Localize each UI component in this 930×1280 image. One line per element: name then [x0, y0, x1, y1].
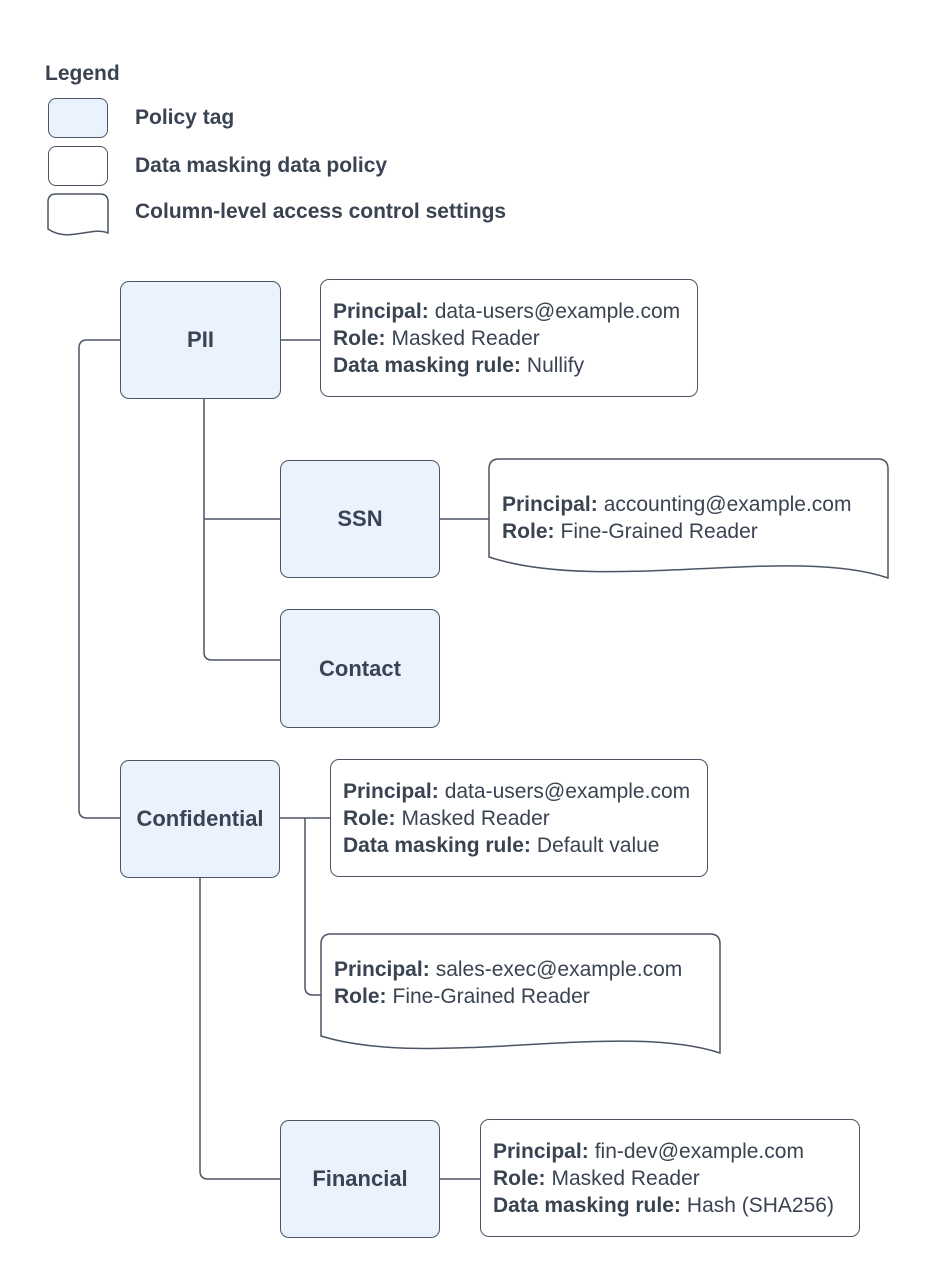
policy-field-label: Principal: [334, 958, 430, 981]
policy-field-value: data-users@example.com [434, 299, 681, 323]
policy-field-value: Fine-Grained Reader [392, 985, 590, 1008]
connector-confidential-financial [199, 878, 280, 1180]
policy-field-value: Hash (SHA256) [686, 1193, 834, 1217]
access-control-ssn: Principal:accounting@example.com Role:Fi… [489, 459, 888, 557]
policy-tag-ssn-label: SSN [337, 506, 383, 531]
policy-field-value: Nullify [526, 353, 585, 377]
legend-label-data-masking-policy: Data masking data policy [135, 154, 388, 177]
policy-field-label: Data masking rule: [333, 353, 521, 377]
policy-line: Principal:data-users@example.com [343, 778, 695, 805]
policy-field-label: Role: [333, 326, 386, 350]
policy-field-label: Role: [343, 806, 396, 830]
policy-tag-pii: PII [120, 281, 281, 399]
policy-field-label: Principal: [502, 493, 598, 516]
policy-line: Principal:accounting@example.com [502, 491, 888, 518]
policy-tag-swatch [48, 98, 108, 138]
connector-pii-contact [203, 399, 280, 661]
policy-tag-financial: Financial [280, 1120, 440, 1238]
policy-field-value: accounting@example.com [603, 493, 852, 516]
policy-line: Role:Fine-Grained Reader [334, 983, 720, 1010]
policy-tag-confidential-label: Confidential [136, 806, 264, 831]
document-shape-ssn-access [488, 458, 889, 580]
connector-pii-confidential [78, 339, 120, 819]
policy-line: Data masking rule:Default value [343, 832, 695, 859]
policy-line: Role:Masked Reader [343, 805, 695, 832]
policy-line: Principal:data-users@example.com [333, 298, 685, 325]
policy-field-value: Fine-Grained Reader [560, 520, 758, 543]
policy-tag-ssn: SSN [280, 460, 440, 578]
policy-field-label: Data masking rule: [493, 1193, 681, 1217]
policy-field-label: Role: [334, 985, 387, 1008]
policy-line: Role:Fine-Grained Reader [502, 518, 888, 545]
policy-field-value: Default value [536, 833, 660, 857]
data-masking-policy-swatch [48, 146, 108, 186]
policy-line: Role:Masked Reader [333, 325, 685, 352]
policy-field-label: Principal: [333, 299, 429, 323]
policy-field-label: Principal: [343, 779, 439, 803]
policy-tag-confidential: Confidential [120, 760, 280, 878]
policy-tag-contact: Contact [280, 609, 440, 728]
access-control-confidential: Principal:sales-exec@example.com Role:Fi… [321, 934, 720, 1036]
policy-field-label: Role: [502, 520, 555, 543]
policy-tag-financial-label: Financial [312, 1166, 408, 1191]
policy-line: Principal:fin-dev@example.com [493, 1138, 847, 1165]
policy-field-value: Masked Reader [401, 806, 550, 830]
policy-field-value: data-users@example.com [444, 779, 691, 803]
policy-field-label: Data masking rule: [343, 833, 531, 857]
policy-field-value: Masked Reader [551, 1166, 700, 1190]
masking-policy-financial: Principal:fin-dev@example.com Role:Maske… [480, 1119, 860, 1237]
policy-line: Data masking rule:Hash (SHA256) [493, 1192, 847, 1219]
policy-line: Data masking rule:Nullify [333, 352, 685, 379]
policy-field-label: Principal: [493, 1139, 589, 1163]
policy-field-value: fin-dev@example.com [594, 1139, 804, 1163]
legend-label-policy-tag: Policy tag [135, 106, 235, 129]
connector-confidential-doc [304, 818, 321, 996]
legend-document-swatch [47, 193, 109, 236]
policy-tag-contact-label: Contact [319, 655, 401, 681]
policy-field-label: Role: [493, 1166, 546, 1190]
policy-field-value: Masked Reader [391, 326, 540, 350]
legend-title: Legend [45, 62, 120, 85]
policy-tag-pii-label: PII [187, 327, 214, 352]
masking-policy-confidential: Principal:data-users@example.com Role:Ma… [330, 759, 708, 877]
document-shape-confidential-access [320, 933, 721, 1055]
masking-policy-pii: Principal:data-users@example.com Role:Ma… [320, 279, 698, 397]
policy-line: Role:Masked Reader [493, 1165, 847, 1192]
policy-field-value: sales-exec@example.com [435, 958, 683, 981]
legend-label-column-access-control: Column-level access control settings [135, 200, 507, 223]
policy-line: Principal:sales-exec@example.com [334, 956, 720, 983]
